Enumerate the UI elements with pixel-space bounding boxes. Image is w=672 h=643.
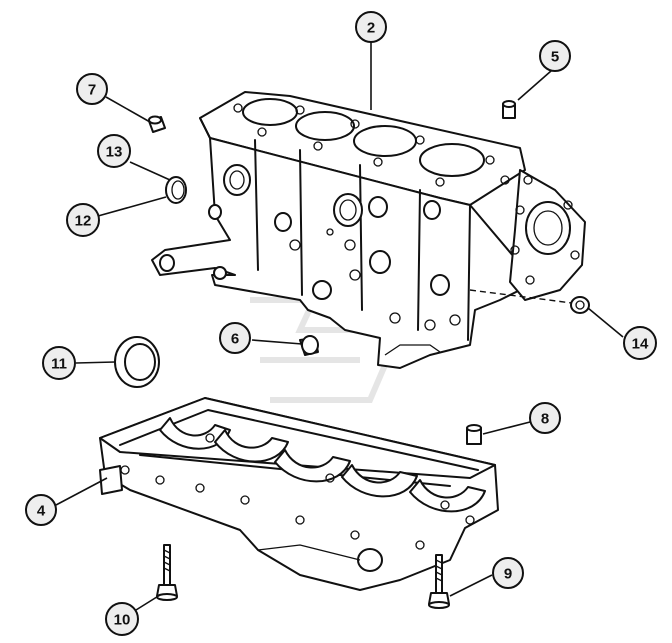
callout-5: 5 (539, 40, 571, 72)
callout-4: 4 (25, 494, 57, 526)
callout-6: 6 (219, 322, 251, 354)
callout-12: 12 (66, 203, 100, 237)
callout-label: 12 (75, 213, 92, 230)
callout-13: 13 (97, 134, 131, 168)
oil-seal-12 (165, 176, 187, 204)
rear-main-seal-11 (114, 336, 160, 388)
callout-label: 10 (114, 612, 131, 629)
bolt-10 (156, 544, 178, 601)
callout-label: 13 (106, 144, 123, 161)
bedplate (99, 397, 499, 591)
callout-label: 14 (632, 336, 649, 353)
oil-plug-6 (299, 335, 319, 356)
callout-label: 8 (541, 411, 549, 428)
plug-14-alignment-line (469, 289, 573, 304)
callout-label: 2 (367, 20, 375, 37)
callout-label: 11 (51, 356, 67, 373)
callout-2: 2 (355, 11, 387, 43)
callout-label: 5 (551, 49, 559, 66)
engine-block (151, 91, 586, 369)
callout-label: 9 (504, 566, 512, 583)
plug-14 (570, 296, 590, 314)
leader-lines (55, 42, 624, 611)
dowel-pin-5 (502, 100, 516, 119)
callout-label: 6 (231, 331, 239, 348)
callout-label: 4 (37, 503, 46, 520)
dowel-8 (466, 424, 482, 445)
dowel-sleeve-7 (148, 115, 166, 133)
callout-14: 14 (623, 326, 657, 360)
callout-8: 8 (529, 402, 561, 434)
bolt-9 (428, 554, 450, 609)
callout-9: 9 (492, 557, 524, 589)
callout-7: 7 (76, 73, 108, 105)
callout-11: 11 (42, 346, 76, 380)
callout-label: 7 (88, 82, 96, 99)
callout-10: 10 (105, 602, 139, 636)
